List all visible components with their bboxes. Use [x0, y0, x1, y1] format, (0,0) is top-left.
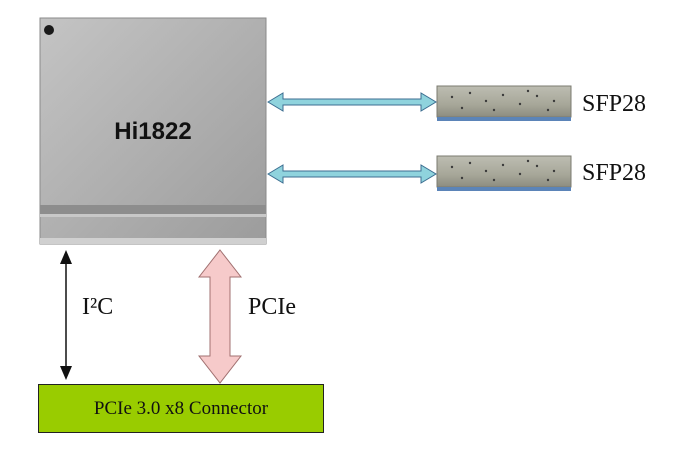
- i2c-label: I²C: [82, 294, 114, 320]
- pcie-connector: PCIe 3.0 x8 Connector: [38, 384, 324, 433]
- chip-label: Hi1822: [114, 118, 192, 145]
- pin1-marker: [44, 25, 54, 35]
- sfp28-module-1: [436, 85, 572, 121]
- i2c-bus-arrow: [60, 250, 72, 380]
- pcie-bus-arrow: [197, 249, 243, 384]
- hi1822-chip: [39, 17, 267, 245]
- sfp28-label-2: SFP28: [582, 160, 647, 186]
- sfp28-link-arrow-2: [267, 164, 437, 184]
- sfp28-link-arrow-1: [267, 92, 437, 112]
- connector-label: PCIe 3.0 x8 Connector: [93, 397, 269, 419]
- pcie-label: PCIe: [248, 294, 296, 320]
- sfp28-module-2: [436, 155, 572, 191]
- sfp28-label-1: SFP28: [582, 91, 647, 117]
